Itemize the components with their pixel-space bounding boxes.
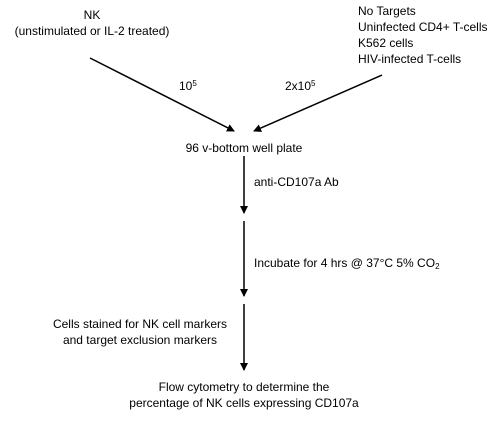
targets-list: No Targets Uninfected CD4+ T-cells K562 … bbox=[358, 3, 488, 67]
nk-to-plate-arrow bbox=[89, 57, 235, 132]
antibody-label: anti-CD107a Ab bbox=[254, 175, 339, 189]
nk-cell-count: 105 bbox=[179, 79, 197, 93]
stain-label: Cells stained for NK cell markers and ta… bbox=[52, 317, 228, 347]
incubate-label: Incubate for 4 hrs @ 37°C 5% CO2 bbox=[254, 256, 440, 271]
targets-to-plate-arrow bbox=[253, 74, 383, 132]
flow-cytometry-label: Flow cytometry to determine the percenta… bbox=[129, 380, 359, 410]
target-item: K562 cells bbox=[358, 36, 414, 50]
nk-subtitle: (unstimulated or IL-2 treated) bbox=[14, 24, 170, 38]
plate-label: 96 v-bottom well plate bbox=[185, 141, 303, 155]
target-cell-count: 2x105 bbox=[285, 79, 316, 93]
target-item: Uninfected CD4+ T-cells bbox=[358, 20, 488, 34]
target-item: HIV-infected T-cells bbox=[358, 52, 462, 66]
target-item: No Targets bbox=[358, 4, 416, 18]
nk-label: NK (unstimulated or IL-2 treated) bbox=[0, 7, 184, 39]
nk-title: NK bbox=[83, 8, 101, 22]
